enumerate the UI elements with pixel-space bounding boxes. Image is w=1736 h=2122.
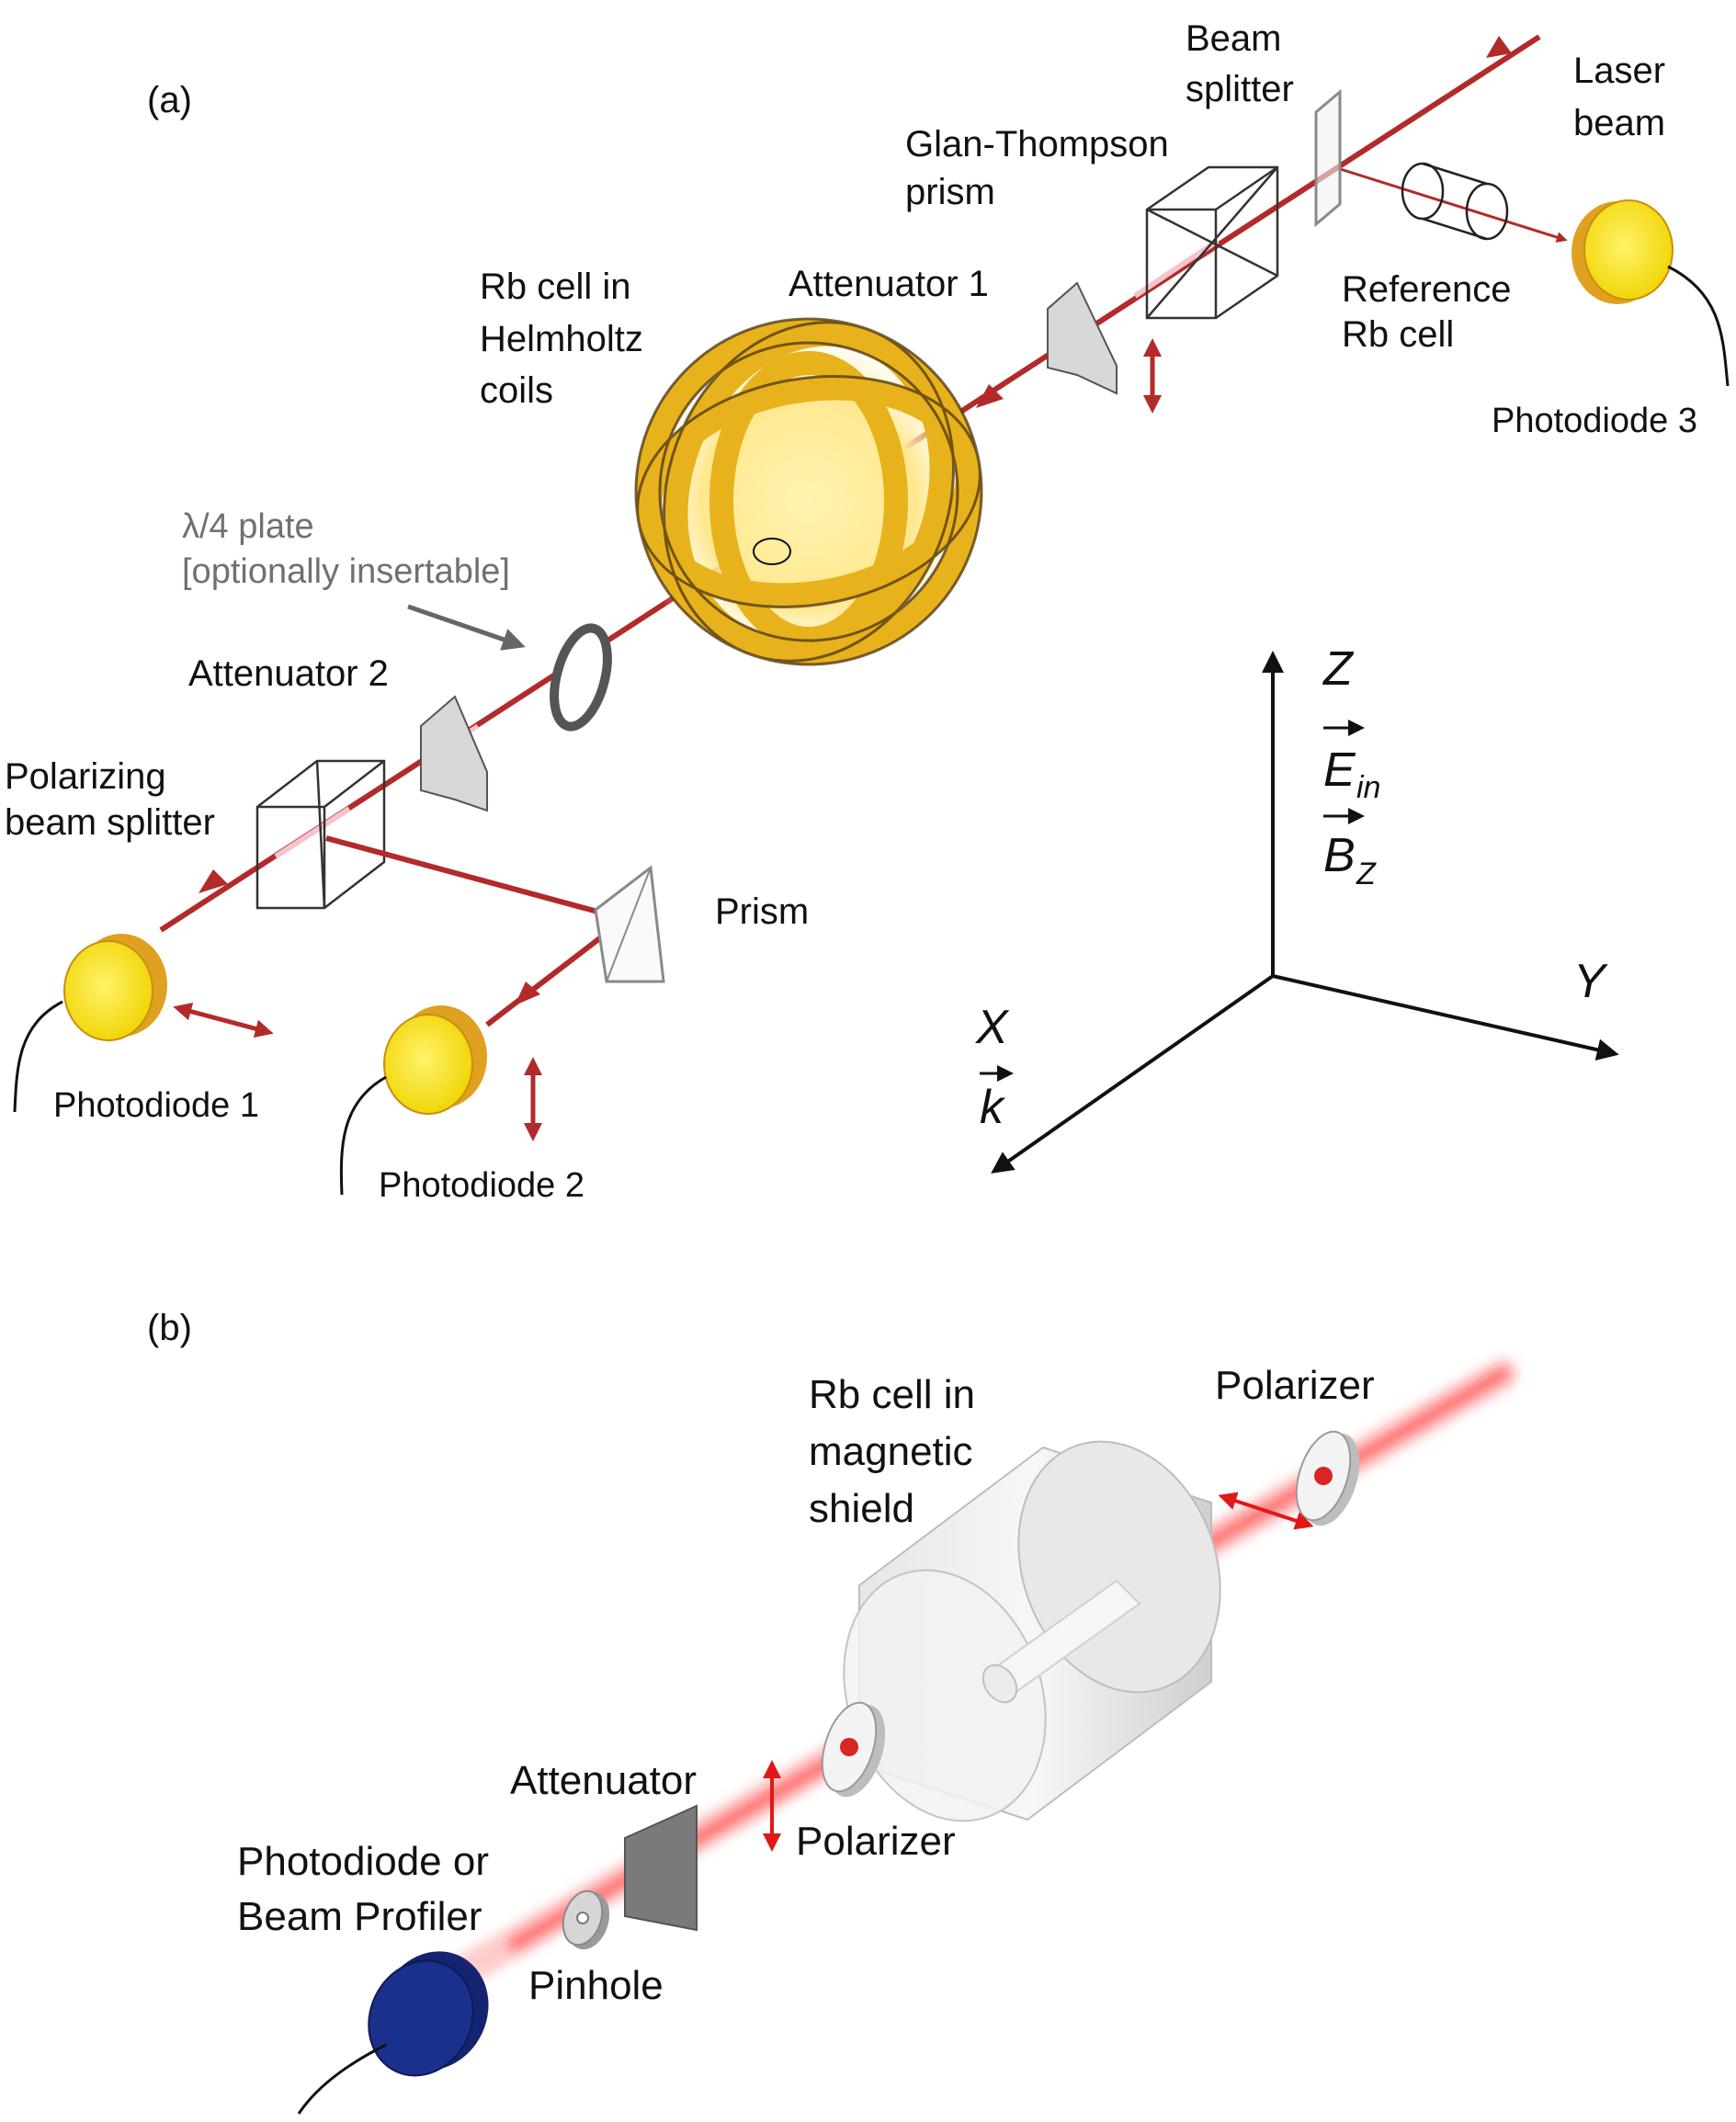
- x-axis: [991, 974, 1275, 1174]
- e-field-label: E: [1323, 743, 1356, 797]
- rb-cell-helmholtz-label-2: Helmholtz: [480, 319, 643, 359]
- beam-splitter-label-2: splitter: [1186, 69, 1294, 109]
- pinhole-label: Pinhole: [528, 1963, 664, 2008]
- rb-cell-helmholtz-label-1: Rb cell in: [480, 267, 631, 307]
- prism-edge: [606, 867, 652, 982]
- magnetic-shield-cylinder: [843, 1440, 1221, 1822]
- beam-profiler: [297, 1951, 489, 2115]
- reference-cell-label-2: Rb cell: [1342, 314, 1454, 355]
- photodiode-2: [339, 1005, 487, 1196]
- x-axis-label: X: [975, 1001, 1010, 1054]
- pinhole: [562, 1889, 610, 1950]
- rb-cell-shield-label-3: shield: [809, 1486, 914, 1531]
- glan-thompson-prism: [1145, 165, 1279, 320]
- attenuator-plate: [624, 1804, 698, 1932]
- attenuator-2-label: Attenuator 2: [188, 653, 389, 694]
- attenuator-1-label: Attenuator 1: [789, 264, 989, 304]
- b-field-label: B: [1323, 829, 1356, 882]
- quarter-wave-plate: [550, 623, 612, 732]
- beam-arrow-prism: [515, 982, 540, 1005]
- panel-a: (a): [5, 18, 1730, 1205]
- detector-label-1: Photodiode or: [237, 1839, 489, 1884]
- photodiode-3-label: Photodiode 3: [1492, 402, 1697, 440]
- beam-through-glan-thompson: [1133, 238, 1220, 299]
- prism-label: Prism: [715, 891, 809, 932]
- pbs-label-2: beam splitter: [5, 802, 215, 843]
- z-axis-label: Z: [1322, 642, 1355, 696]
- laser-beam-label-1: Laser: [1573, 51, 1665, 91]
- rb-cell-helmholtz-label-3: coils: [480, 370, 553, 411]
- b-field-subscript: Z: [1356, 857, 1377, 891]
- attenuator-2-plate: [420, 695, 488, 812]
- detector-label-2: Beam Profiler: [237, 1894, 482, 1939]
- polarizer-bottom-label: Polarizer: [796, 1819, 956, 1864]
- reflected-beam-to-prism: [325, 835, 626, 922]
- glan-thompson-label-2: prism: [905, 172, 995, 212]
- y-axis-label: Y: [1573, 955, 1608, 1008]
- photodiode-2-label: Photodiode 2: [379, 1166, 584, 1205]
- photodiode-1: [13, 934, 167, 1113]
- beam-arrow-att1: [976, 384, 1004, 408]
- attenuator-1-plate: [1047, 281, 1118, 395]
- attenuator-label: Attenuator: [510, 1758, 697, 1803]
- reference-cell-label-1: Reference: [1342, 269, 1512, 310]
- rb-cell-shield-label-1: Rb cell in: [809, 1372, 975, 1417]
- reference-rb-cell: [1401, 162, 1509, 241]
- pbs-label-1: Polarizing: [5, 756, 166, 797]
- beam-splitter-plate: [1314, 88, 1342, 228]
- photodiode-1-move-arrow: [173, 1002, 274, 1038]
- polarizing-beam-splitter: [255, 759, 386, 910]
- polarizer-top-label: Polarizer: [1215, 1363, 1375, 1408]
- beam-splitter-label-1: Beam: [1186, 18, 1282, 59]
- coordinate-axes: Z E in B Z Y X k: [975, 642, 1619, 1174]
- panel-b: (b) Polarizer Polarizer: [147, 1308, 1518, 2115]
- k-vector-label: k: [980, 1081, 1006, 1134]
- quarter-wave-pointer-arrow: [407, 604, 526, 651]
- panel-a-label: (a): [147, 80, 192, 120]
- polarizer-bottom: [821, 1701, 886, 1798]
- beam-arrow-pd1: [199, 869, 228, 893]
- panel-b-label: (b): [147, 1308, 192, 1348]
- quarter-wave-label-2: [optionally insertable]: [182, 552, 510, 591]
- rb-cell-shield-label-2: magnetic: [809, 1429, 973, 1474]
- beam-arrow-input: [1486, 36, 1512, 58]
- polarizer-top-move-arrow: [1218, 1492, 1314, 1530]
- photodiode-3: [1571, 199, 1730, 387]
- laser-beam-label-2: beam: [1573, 103, 1665, 143]
- glan-thompson-label-1: Glan-Thompson: [905, 124, 1169, 165]
- y-axis: [1272, 974, 1619, 1061]
- helmholtz-coils: [630, 317, 988, 680]
- e-field-subscript: in: [1356, 770, 1380, 805]
- quarter-wave-label-1: λ/4 plate: [182, 507, 314, 546]
- photodiode-1-label: Photodiode 1: [53, 1086, 259, 1125]
- beam-through-pbs: [274, 806, 351, 859]
- reference-beam: [1333, 165, 1568, 243]
